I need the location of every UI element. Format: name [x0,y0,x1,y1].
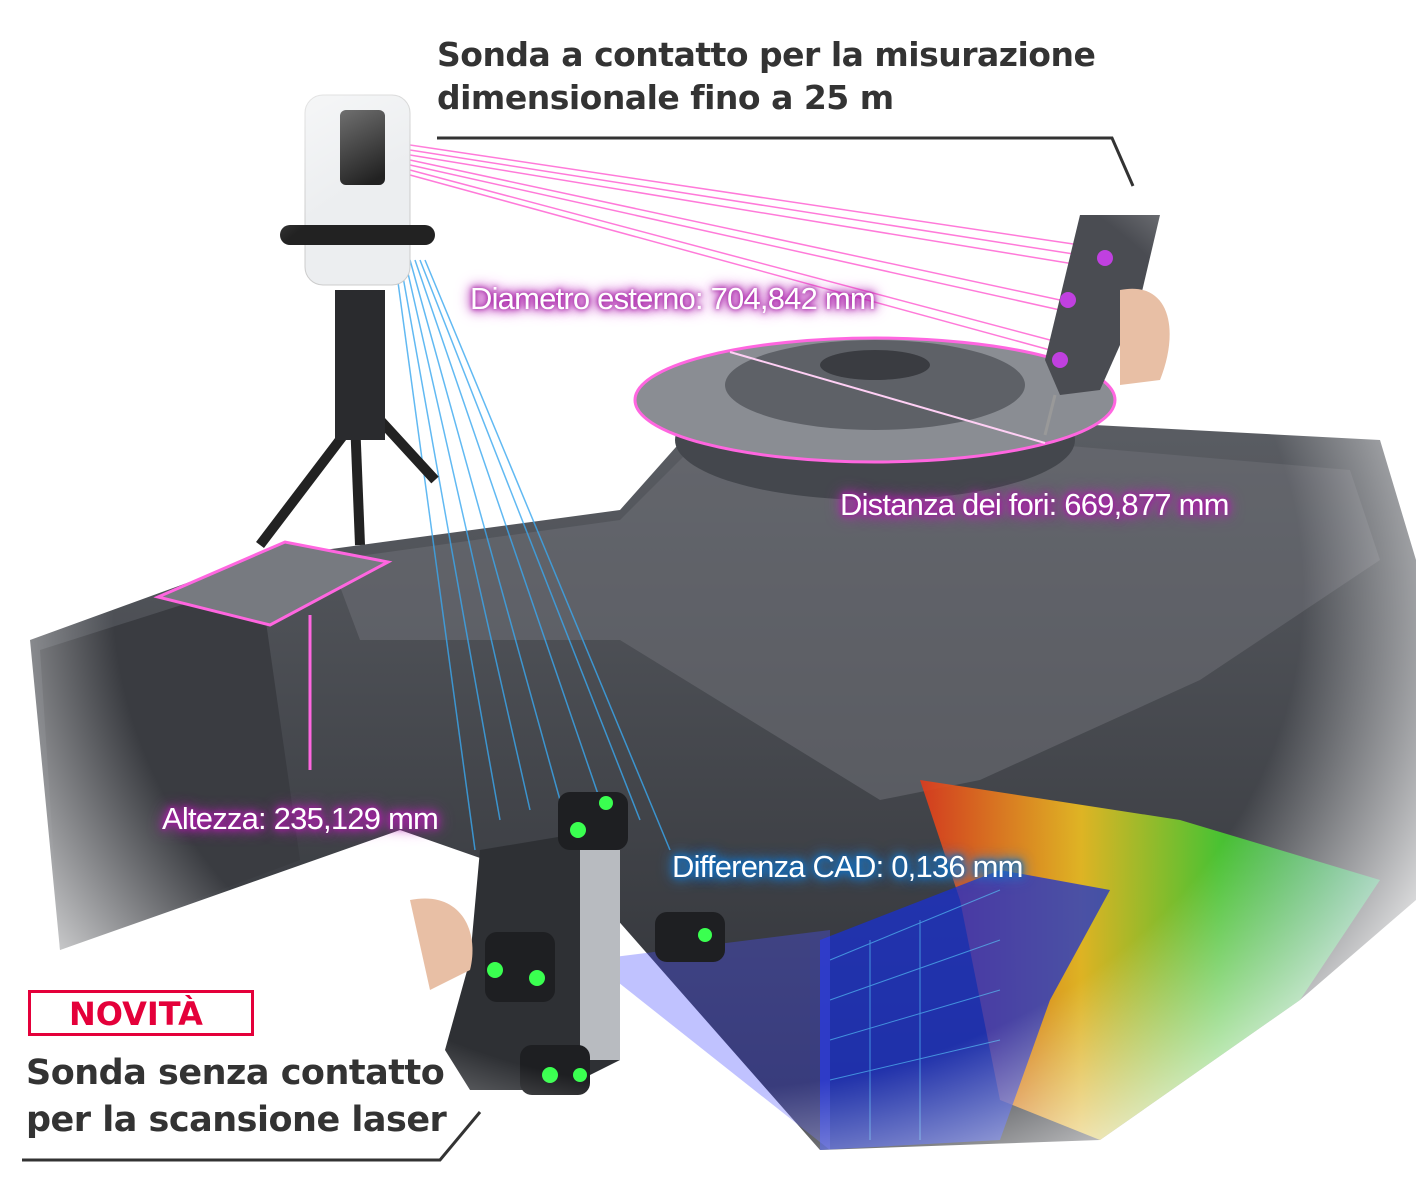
bottom-callout-line [22,1111,482,1162]
contact-probe-callout-line1: Sonda a contatto per la misurazione [437,35,1096,74]
cad-difference-label: Differenza CAD: 0,136 mm [672,849,1023,884]
contact-probe-callout-line2: dimensionale fino a 25 m [437,77,894,117]
outer-diameter-label: Diametro esterno: 704,842 mm [470,281,876,316]
new-badge: NOVITÀ [28,990,254,1036]
scanner-callout-line2: per la scansione laser [26,1099,447,1140]
height-label: Altezza: 235,129 mm [162,801,439,836]
scanner-callout-line1: Sonda senza contatto [26,1053,445,1093]
scanner-callout: Sonda senza contatto per la scansione la… [26,1050,447,1143]
contact-probe-callout: Sonda a contatto per la misurazione dime… [437,34,1096,120]
top-callout-line [437,136,1135,187]
hole-distance-label: Distanza dei fori: 669,877 mm [840,487,1229,522]
